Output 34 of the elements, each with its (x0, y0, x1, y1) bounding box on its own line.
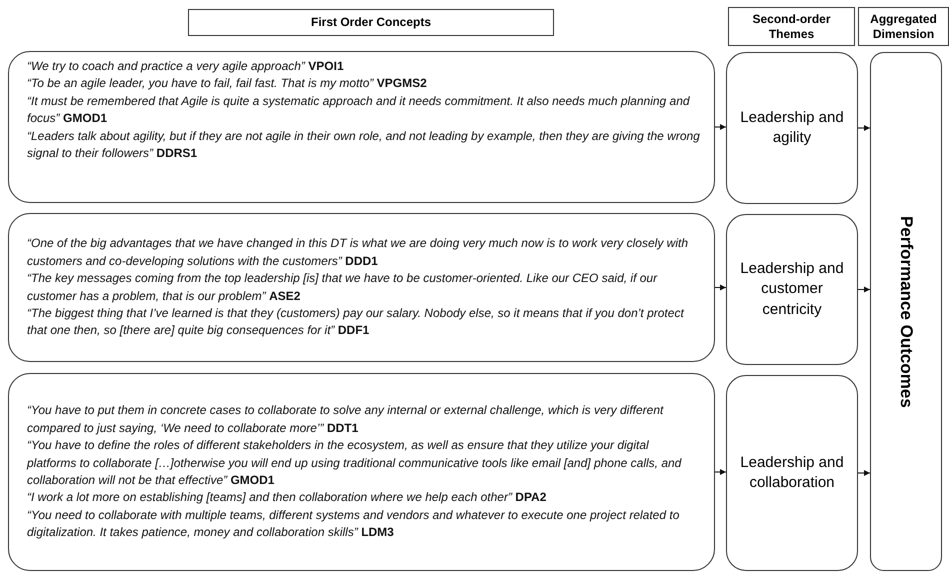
arrow (858, 286, 870, 292)
quote-text: “You have to put them in concrete cases to collaborate to solve any internal or external challenge, which is very different compared to just saying, ‘We need to collaborate more’” DDT1 (27, 402, 665, 437)
quote-text: “To be an agile leader, you have to fail, fail fast. That is my motto” VPGMS2 (27, 75, 428, 92)
quote-text: “It must be remembered that Agile is quite a systematic approach and it needs commitment. It also needs much planning and focus” GMOD1 (27, 92, 691, 128)
arrow (714, 284, 726, 290)
quote-text: “One of the big advantages that we have changed in this DT is what we are doing very much now is to work very closely with customers and co-developing solutions with the customers” DDD1 (27, 235, 689, 270)
header-box (728, 7, 855, 46)
header-box (188, 9, 554, 36)
arrow (858, 470, 870, 476)
arrow (714, 469, 726, 475)
quote-text: “The biggest thing that I’ve learned is that they (customers) pay our salary. Nobody else, so it means that if you don’t protect that one then, so [there are] quite big consequences for it” DDF1 (27, 304, 686, 340)
arrow (858, 125, 870, 131)
quote-text: “You have to define the roles of different stakeholders in the ecosystem, as well as ensure that they utilize your digital platforms to collaborate […]otherwise you will end up using traditional communicative tools like email [and] phone calls, and collaboration will not be that effective” GMOD1 (27, 437, 682, 489)
theme-label: Leadership and agility (739, 108, 845, 148)
arrow (714, 124, 726, 130)
theme-label: Leadership and customer centricity (739, 259, 845, 320)
column-heading: Aggregated Dimension (869, 12, 938, 42)
column-heading: Second-order Themes (751, 12, 832, 42)
quote-text: “Leaders talk about agility, but if they are not agile in their own role, and not leading by example, then they are giving the wrong signal to their followers” DDRS1 (27, 128, 700, 162)
theme-box (726, 214, 858, 365)
theme-box (726, 375, 858, 571)
quote-text: “We try to coach and practice a very agile approach” VPOI1 (27, 58, 345, 75)
dimension-box (870, 52, 942, 571)
quote-text: “You need to collaborate with multiple teams, different systems and vendors and whatever to execute one project related to digitalization. It takes patience, money and collaboration skills” LDM3 (27, 506, 680, 542)
dimension-label: Performance Outcomes (896, 216, 916, 408)
quote-text: “I work a lot more on establishing [teams] and then collaboration where we help each other” DPA2 (27, 489, 548, 506)
quote-box (8, 373, 715, 571)
quote-text: “The key messages coming from the top leadership [is] that we have to be customer-oriented. Like our CEO said, if our customer has a problem, that is our problem” ASE2 (27, 270, 658, 304)
header-box (858, 7, 949, 46)
theme-box (726, 52, 858, 204)
theme-label: Leadership and collaboration (739, 452, 845, 493)
column-heading: First Order Concepts (310, 15, 432, 30)
quote-box (8, 213, 715, 362)
quote-box (8, 51, 715, 203)
